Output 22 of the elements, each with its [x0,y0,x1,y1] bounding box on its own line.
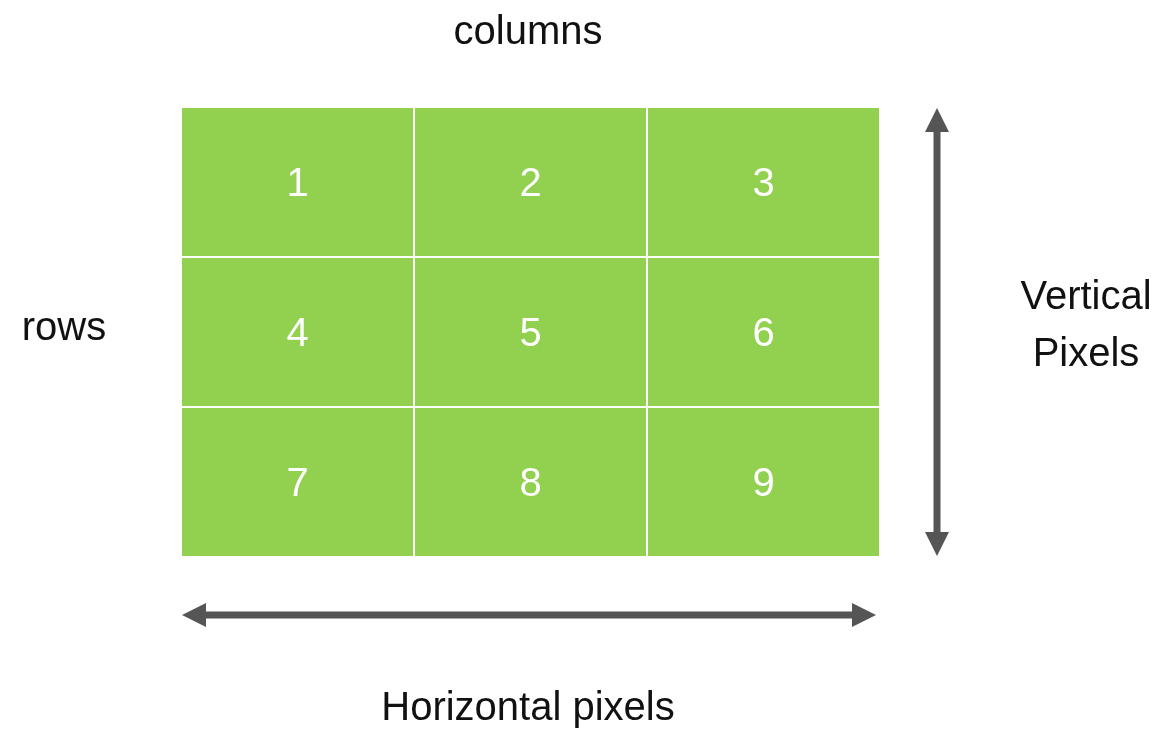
cell-number: 9 [752,462,775,502]
grid-cell [415,258,646,406]
grid-cell [648,258,879,406]
cell-number: 5 [519,312,542,352]
grid-cell [182,408,413,556]
grid-cell [648,108,879,256]
axis-label: Horizontal pixels [380,683,676,730]
cell-number: 7 [286,462,309,502]
cell-number: 4 [286,312,309,352]
cell-number: 1 [286,162,309,202]
cell-number: 6 [752,312,775,352]
axis-label: rows [20,303,108,350]
axis-label: columns [452,7,604,54]
grid-cell [182,258,413,406]
grid-cell [182,108,413,256]
grid-cell [415,108,646,256]
grid-cell [648,408,879,556]
cell-number: 8 [519,462,542,502]
axis-label: Vertical Pixels [1019,272,1153,376]
cell-number: 3 [752,162,775,202]
grid-cell [415,408,646,556]
cell-number: 2 [519,162,542,202]
